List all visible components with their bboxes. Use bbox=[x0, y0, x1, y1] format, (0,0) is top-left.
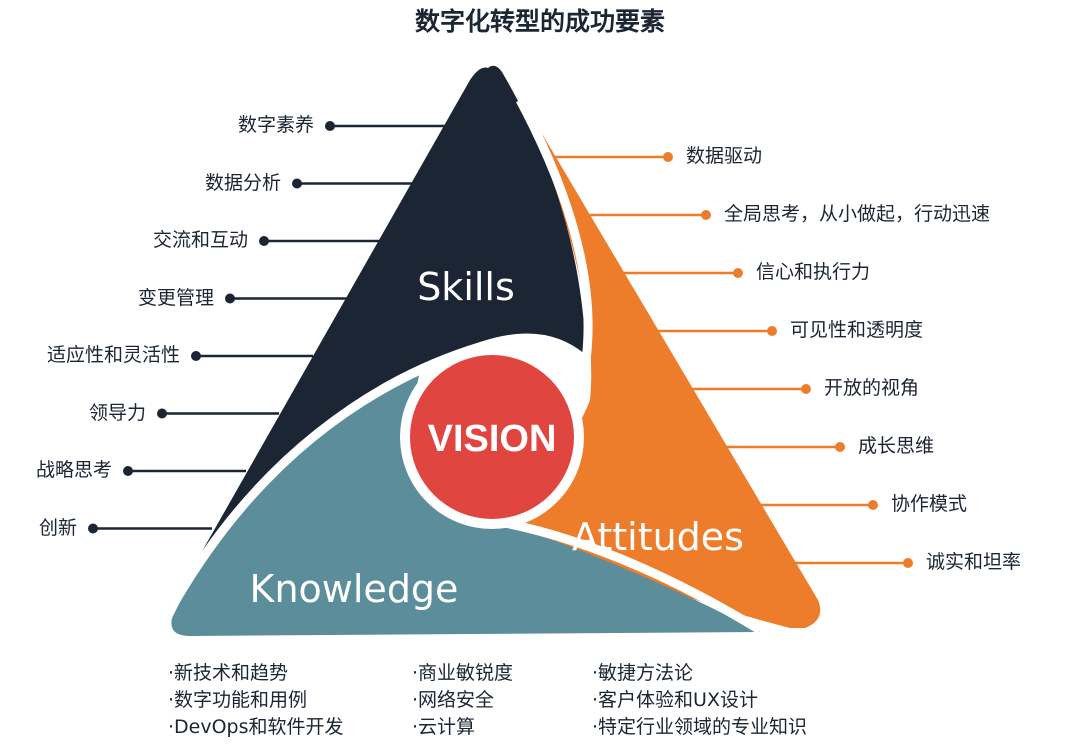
knowledge-column-2: ·商业敏锐度 ·网络安全 ·云计算 bbox=[412, 660, 513, 741]
knowledge-label: Knowledge bbox=[250, 567, 459, 611]
attitudes-connector-dot bbox=[903, 558, 913, 568]
knowledge-item: ·商业敏锐度 bbox=[412, 662, 514, 684]
skills-item: 变更管理 bbox=[137, 286, 214, 309]
knowledge-item: ·客户体验和UX设计 bbox=[592, 689, 758, 711]
attitudes-connector-dot bbox=[701, 210, 711, 220]
attitudes-connector-dot bbox=[733, 268, 743, 278]
vision-label: VISION bbox=[428, 418, 557, 460]
attitudes-label: Attitudes bbox=[572, 515, 744, 559]
swirl-gap-top bbox=[516, 97, 593, 361]
vision-circle bbox=[410, 355, 574, 519]
skills-item: 交流和互动 bbox=[152, 229, 248, 251]
knowledge-item: ·新技术和趋势 bbox=[168, 662, 289, 684]
knowledge-column-1: ·新技术和趋势 ·数字功能和用例 ·DevOps和软件开发 bbox=[168, 660, 344, 741]
skills-item: 创新 bbox=[38, 516, 77, 539]
diagram-title: 数字化转型的成功要素 bbox=[414, 7, 665, 36]
skills-item: 数字素养 bbox=[237, 114, 314, 136]
swirl-gap-right bbox=[499, 517, 763, 634]
knowledge-item: ·数字功能和用例 bbox=[168, 689, 308, 711]
knowledge-item: ·特定行业领域的专业知识 bbox=[592, 716, 808, 738]
skills-item: 战略思考 bbox=[35, 459, 112, 481]
attitudes-connector-dot bbox=[767, 326, 777, 336]
swirl-gap-left bbox=[172, 365, 422, 603]
knowledge-item: ·DevOps和软件开发 bbox=[168, 716, 344, 738]
attitudes-item: 信心和执行力 bbox=[756, 261, 871, 283]
attitudes-connector-dot bbox=[868, 500, 878, 510]
skills-item: 适应性和灵活性 bbox=[46, 344, 180, 366]
knowledge-column-3: ·敏捷方法论 ·客户体验和UX设计 ·特定行业领域的专业知识 bbox=[592, 660, 807, 741]
knowledge-item: ·网络安全 bbox=[412, 689, 495, 711]
skills-item: 数据分析 bbox=[204, 171, 281, 194]
attitudes-item: 全局思考，从小做起，行动迅速 bbox=[724, 203, 991, 225]
skills-label: Skills bbox=[417, 265, 515, 309]
attitudes-item: 开放的视角 bbox=[824, 377, 920, 399]
knowledge-item: ·云计算 bbox=[412, 716, 476, 738]
attitudes-connector-dot bbox=[835, 442, 845, 452]
attitudes-item: 诚实和坦率 bbox=[926, 551, 1022, 573]
attitudes-item: 成长思维 bbox=[858, 435, 935, 457]
knowledge-item: ·敏捷方法论 bbox=[592, 662, 694, 684]
connector-lines bbox=[88, 121, 913, 568]
attitudes-item: 可见性和透明度 bbox=[790, 319, 924, 341]
attitudes-connector-dot bbox=[663, 152, 673, 162]
attitudes-connector-dot bbox=[801, 384, 811, 394]
attitudes-item: 数据驱动 bbox=[686, 145, 763, 167]
skills-item: 领导力 bbox=[88, 401, 146, 424]
attitudes-item: 协作模式 bbox=[891, 493, 968, 515]
